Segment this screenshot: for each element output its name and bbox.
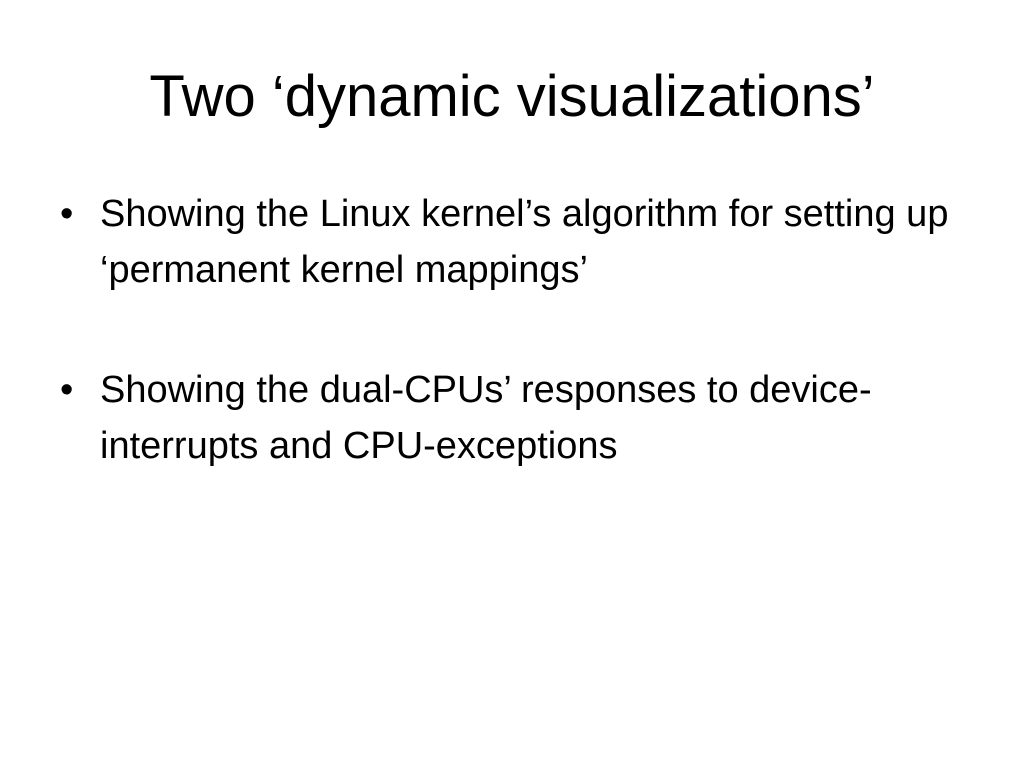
- bullet-dot-icon: •: [60, 369, 74, 411]
- bullet-dot-icon: •: [60, 193, 74, 235]
- bullet-text: Showing the dual-CPUs’ responses to devi…: [100, 369, 872, 467]
- bullet-item: • Showing the dual-CPUs’ responses to de…: [56, 362, 956, 474]
- bullet-list: • Showing the Linux kernel’s algorithm f…: [56, 186, 956, 538]
- slide-title: Two ‘dynamic visualizations’: [149, 64, 875, 129]
- bullet-item: • Showing the Linux kernel’s algorithm f…: [56, 186, 956, 298]
- bullet-text: Showing the Linux kernel’s algorithm for…: [100, 193, 949, 291]
